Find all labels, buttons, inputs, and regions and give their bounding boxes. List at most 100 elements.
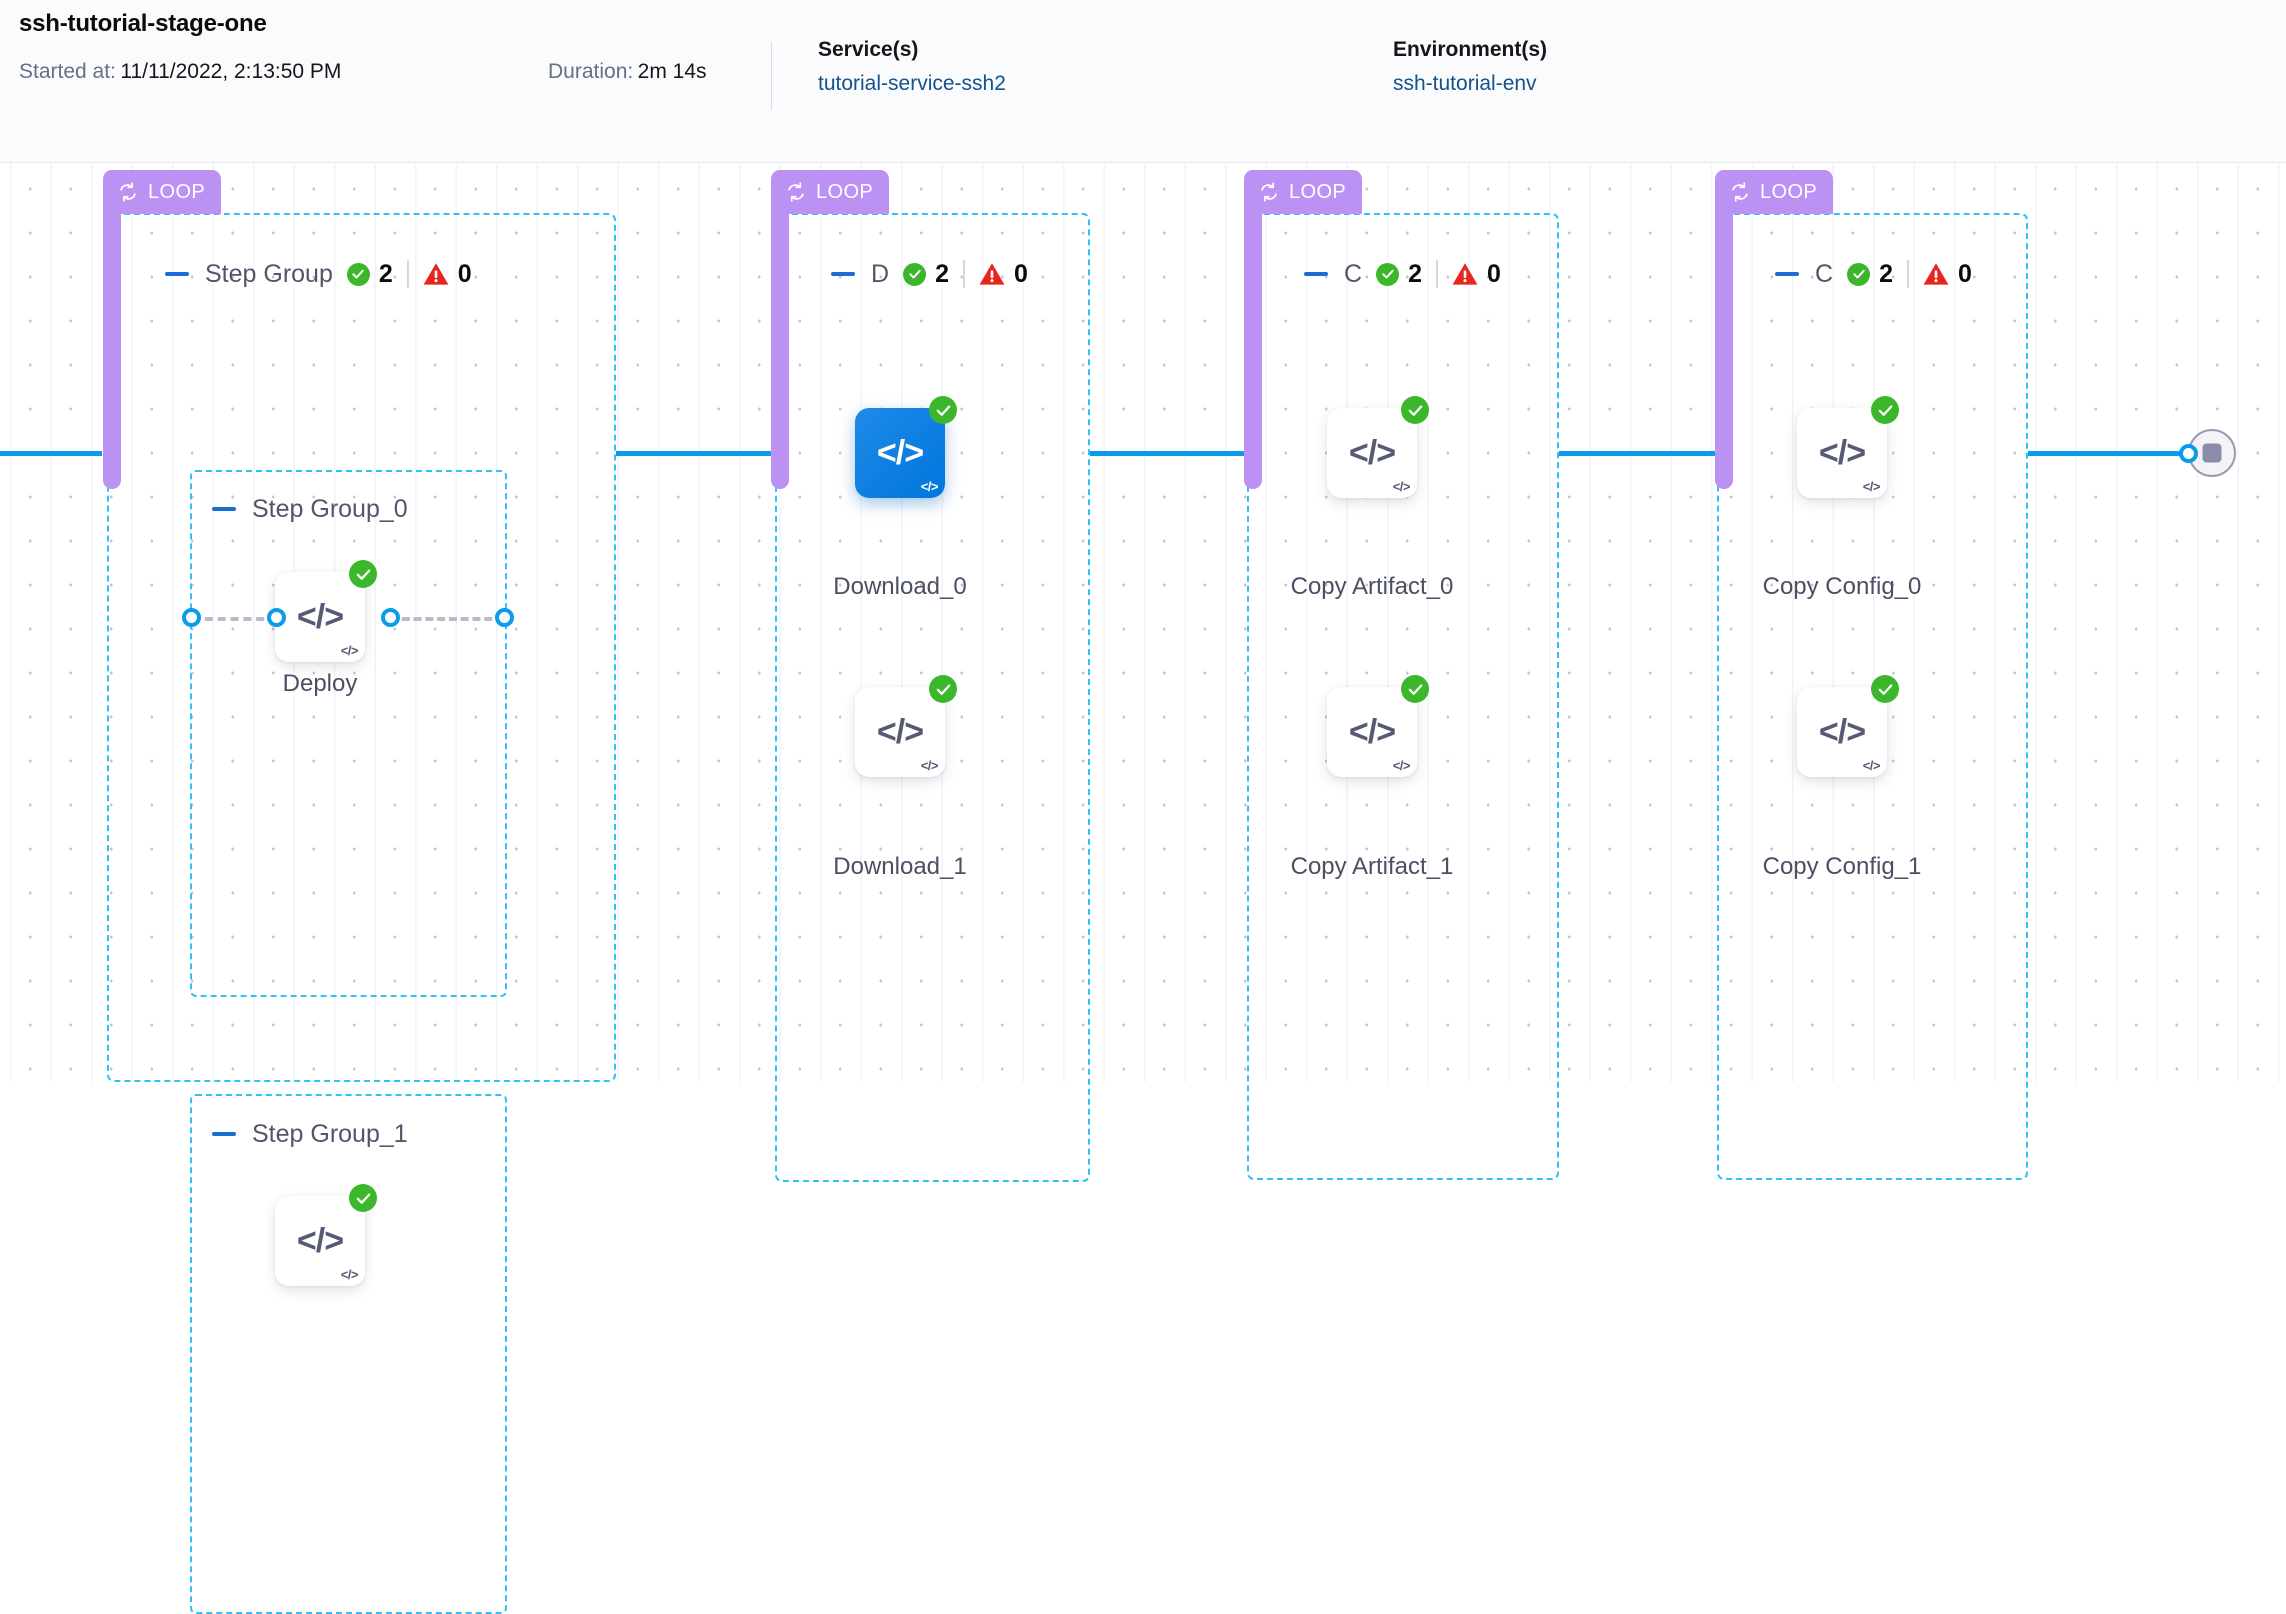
loop-badge-label-3: LOOP	[1289, 180, 1347, 203]
step-node-label-copy-config-0: Copy Config_0	[1762, 573, 1922, 600]
step-node-label-copy-config-1: Copy Config_1	[1762, 853, 1922, 880]
step-node-deploy[interactable]: </> </>	[275, 560, 377, 662]
success-count-download: 2	[903, 260, 949, 289]
step-node-label-deploy: Deploy	[282, 670, 358, 697]
code-brackets-icon: </>	[1818, 712, 1866, 751]
error-count-step-group: 0	[423, 260, 472, 289]
subgroup-header-step-group-0[interactable]: Step Group_0	[212, 493, 422, 525]
error-icon	[1923, 262, 1949, 286]
subgroup-container-step-group-0[interactable]	[190, 470, 507, 997]
loop-badge-group-4[interactable]: LOOP	[1715, 170, 1834, 214]
services-block: Service(s) tutorial-service-ssh2	[818, 37, 1006, 96]
group-title-step-group: Step Group	[205, 259, 333, 288]
edge-incoming	[0, 451, 102, 456]
step-node-download-1[interactable]: </> </>	[855, 675, 957, 777]
environment-link[interactable]: ssh-tutorial-env	[1393, 71, 1537, 95]
stop-square-icon	[2202, 443, 2222, 463]
step-node-copy-config-0[interactable]: </> </>	[1797, 396, 1899, 498]
step-node-copy-artifact-0[interactable]: </> </>	[1327, 396, 1429, 498]
code-brackets-icon: </>	[1348, 433, 1396, 472]
group-header-step-group[interactable]: Step Group 2 0	[165, 258, 472, 290]
loop-icon	[1258, 181, 1280, 203]
count-divider	[962, 260, 965, 288]
edge-group4-to-end	[2028, 451, 2188, 456]
loop-badge-group-3[interactable]: LOOP	[1244, 170, 1363, 214]
success-count-value: 2	[935, 259, 949, 288]
subgroup-container-step-group-1[interactable]	[190, 1094, 507, 1614]
loop-badge-group-2[interactable]: LOOP	[771, 170, 890, 214]
group-header-copy-config[interactable]: C 2 0	[1775, 258, 1972, 290]
loop-spine-group-2	[771, 214, 789, 489]
environments-heading: Environment(s)	[1393, 38, 1548, 61]
collapse-toggle-step-group[interactable]	[165, 272, 189, 276]
group-header-copy-artifact[interactable]: C 2 0	[1304, 258, 1501, 290]
status-badge-success	[929, 396, 957, 424]
step-node-label-download-1: Download_1	[833, 853, 967, 880]
code-brackets-corner-icon: </>	[340, 643, 359, 658]
duration-label: Duration:	[548, 60, 634, 83]
error-icon	[1452, 262, 1478, 286]
collapse-toggle-download[interactable]	[831, 272, 855, 276]
collapse-toggle-copy-config[interactable]	[1775, 272, 1799, 276]
success-icon	[1847, 262, 1871, 286]
collapse-toggle-step-group-0[interactable]	[212, 507, 236, 511]
loop-badge-label-2: LOOP	[816, 180, 874, 203]
error-count-value: 0	[1957, 259, 1972, 288]
step-node-step-group-1-item[interactable]: </> </>	[275, 1184, 377, 1286]
step-node-copy-config-1[interactable]: </> </>	[1797, 675, 1899, 777]
success-count-value: 2	[1879, 259, 1893, 288]
loop-badge-group-1[interactable]: LOOP	[103, 170, 222, 214]
loop-icon	[785, 181, 807, 203]
port-subgroup-entry-outer[interactable]	[182, 608, 201, 627]
pipeline-graph-canvas[interactable]: LOOP Step Group 2 0 Step Grou	[0, 163, 2286, 1614]
error-count-download: 0	[979, 260, 1028, 289]
group-header-download[interactable]: D 2 0	[831, 258, 1028, 290]
code-brackets-icon: </>	[876, 433, 924, 472]
edge-group3-to-group4	[1559, 451, 1715, 456]
group-container-step-group[interactable]	[107, 213, 616, 1082]
status-badge-success	[1401, 396, 1429, 424]
edge-subgroup-right-dashed	[390, 617, 504, 621]
duration-block: Duration: 2m 14s	[548, 60, 707, 100]
loop-badge-label-1: LOOP	[148, 180, 206, 203]
port-end-in[interactable]	[2179, 444, 2198, 463]
error-count-copy-artifact: 0	[1452, 260, 1501, 289]
success-count-copy-artifact: 2	[1376, 260, 1422, 289]
status-badge-success	[349, 560, 377, 588]
code-brackets-corner-icon: </>	[1392, 479, 1411, 494]
success-icon	[903, 262, 927, 286]
error-icon	[423, 262, 449, 286]
started-at-value: 11/11/2022, 2:13:50 PM	[120, 60, 342, 83]
port-deploy-out[interactable]	[381, 608, 400, 627]
collapse-toggle-step-group-1[interactable]	[212, 1132, 236, 1136]
group-title-copy-config: C	[1815, 259, 1834, 288]
collapse-toggle-copy-artifact[interactable]	[1304, 272, 1328, 276]
port-subgroup-exit-outer[interactable]	[495, 608, 514, 627]
code-brackets-icon: </>	[296, 597, 344, 636]
code-brackets-corner-icon: </>	[1862, 479, 1881, 494]
count-divider	[1906, 260, 1909, 288]
success-icon	[1376, 262, 1400, 286]
duration-value: 2m 14s	[637, 60, 707, 83]
step-node-copy-artifact-1[interactable]: </> </>	[1327, 675, 1429, 777]
error-count-value: 0	[1486, 259, 1501, 288]
service-link[interactable]: tutorial-service-ssh2	[818, 71, 1006, 95]
loop-icon	[117, 181, 139, 203]
group-title-copy-artifact: C	[1344, 259, 1363, 288]
success-count-value: 2	[1408, 259, 1422, 288]
status-badge-success	[929, 675, 957, 703]
error-count-copy-config: 0	[1923, 260, 1972, 289]
error-icon	[979, 262, 1005, 286]
count-divider	[1435, 260, 1438, 288]
success-count-copy-config: 2	[1847, 260, 1893, 289]
code-brackets-corner-icon: </>	[920, 758, 939, 773]
code-brackets-corner-icon: </>	[1862, 758, 1881, 773]
edge-subgroup-left-dashed	[192, 617, 277, 621]
port-deploy-in[interactable]	[267, 608, 286, 627]
started-at-block: Started at: 11/11/2022, 2:13:50 PM	[19, 60, 341, 100]
code-brackets-corner-icon: </>	[1392, 758, 1411, 773]
execution-header: ssh-tutorial-stage-one Started at: 11/11…	[0, 0, 2286, 163]
success-icon	[346, 262, 370, 286]
subgroup-header-step-group-1[interactable]: Step Group_1	[212, 1118, 422, 1150]
step-node-download-0[interactable]: </> </>	[855, 396, 957, 498]
